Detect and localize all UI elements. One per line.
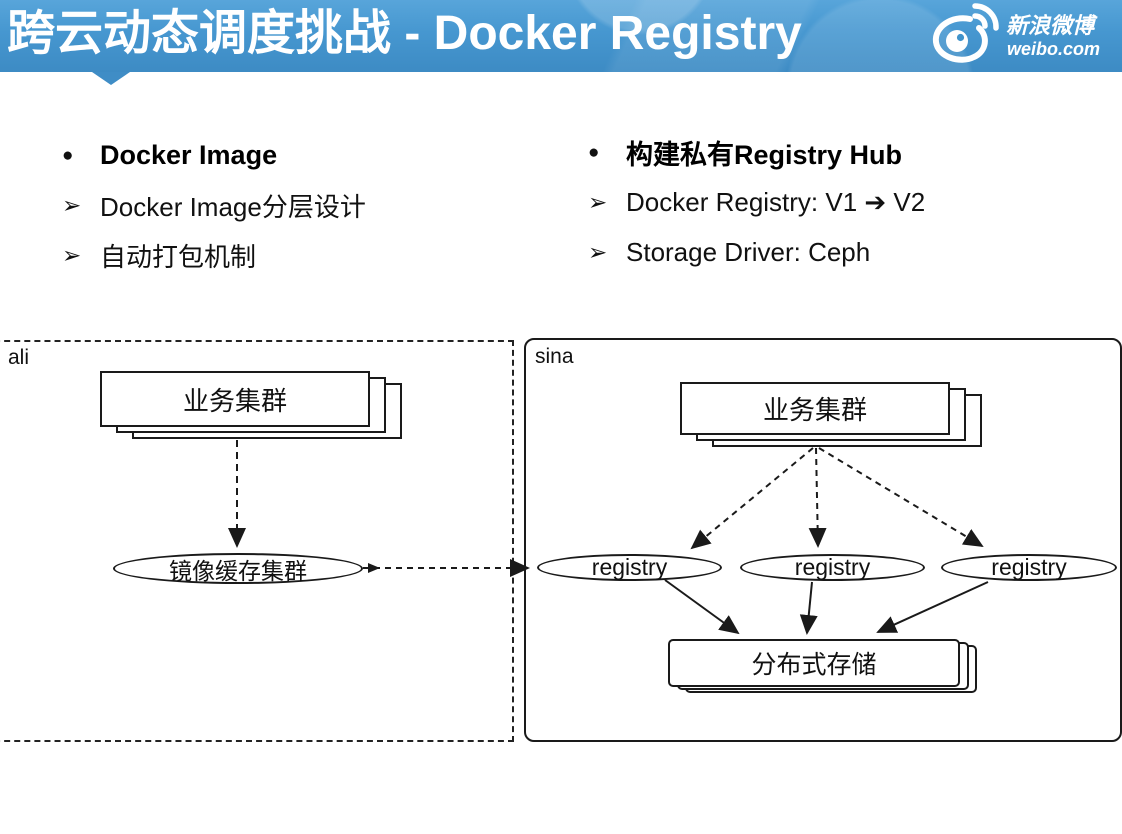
bullet-item: ● 构建私有Registry Hub: [588, 127, 925, 177]
storage-box: 分布式存储: [668, 639, 960, 687]
cache-cluster-ellipse: 镜像缓存集群: [113, 553, 363, 584]
bullet-list-right: ● 构建私有Registry Hub ➢ Docker Registry: V1…: [588, 127, 925, 277]
architecture-diagram: ali sina: [0, 330, 1122, 760]
logo-url-text: weibo.com: [1007, 39, 1100, 59]
disc-bullet-icon: ●: [588, 141, 600, 163]
bullet-text: Docker Image分层设计: [100, 191, 366, 222]
weibo-logo: 新浪微博 weibo.com: [926, 3, 1112, 69]
ali-cluster-stack: 业务集群: [100, 371, 402, 439]
registry-ellipse-3: registry: [941, 554, 1117, 581]
arrow-bullet-icon: ➢: [588, 238, 608, 265]
arrow-registry1-to-storage: [664, 579, 740, 635]
bullet-item: ➢ Docker Registry: V1 ➔ V2: [588, 177, 925, 227]
bullet-item: ➢ Storage Driver: Ceph: [588, 227, 925, 277]
bullet-text: Docker Registry: V1 ➔ V2: [626, 186, 926, 217]
arrow-sina-cluster-to-registry2: [808, 447, 827, 548]
registry-ellipse-1: registry: [537, 554, 722, 581]
sina-cluster-box: 业务集群: [680, 382, 950, 435]
weibo-eye-icon: 新浪微博 weibo.com: [932, 3, 1100, 63]
bullet-item: ● Docker Image: [62, 130, 366, 180]
diagram-connectors: [228, 440, 989, 635]
sina-cluster-stack: 业务集群: [680, 382, 982, 447]
title-bar: 跨云动态调度挑战 - Docker Registry 新浪微博 weibo.co…: [0, 0, 1122, 85]
arrow-registry2-to-storage: [799, 581, 818, 635]
arrowhead-cache-exit: [368, 563, 380, 573]
arrow-bullet-icon: ➢: [62, 241, 82, 268]
ali-cloud-box: ali: [0, 340, 514, 742]
disc-bullet-icon: ●: [62, 144, 74, 166]
slide-title: 跨云动态调度挑战 - Docker Registry: [7, 7, 802, 60]
title-bar-tail: [92, 72, 130, 85]
bullet-text: Storage Driver: Ceph: [626, 236, 871, 267]
bullet-text: Docker Image: [100, 139, 278, 170]
arrow-registry3-to-storage: [876, 581, 989, 633]
arrow-bullet-icon: ➢: [62, 191, 82, 218]
sina-cloud-label: sina: [535, 345, 574, 368]
sina-cloud-box: sina: [524, 338, 1122, 742]
arrow-sina-cluster-to-registry1: [690, 447, 814, 550]
bullet-item: ➢ 自动打包机制: [62, 230, 366, 280]
bullet-item: ➢ Docker Image分层设计: [62, 180, 366, 230]
arrow-sina-cluster-to-registry3: [818, 447, 984, 548]
bullet-list-left: ● Docker Image ➢ Docker Image分层设计 ➢ 自动打包…: [62, 130, 366, 280]
logo-cn-text: 新浪微博: [1006, 13, 1098, 38]
storage-stack: 分布式存储: [668, 639, 977, 693]
ali-cluster-box: 业务集群: [100, 371, 370, 427]
arrow-bullet-icon: ➢: [588, 188, 608, 215]
registry-ellipse-2: registry: [740, 554, 925, 581]
ali-cloud-label: ali: [8, 346, 30, 369]
bullet-text: 构建私有Registry Hub: [626, 139, 903, 170]
bullet-text: 自动打包机制: [100, 241, 257, 272]
